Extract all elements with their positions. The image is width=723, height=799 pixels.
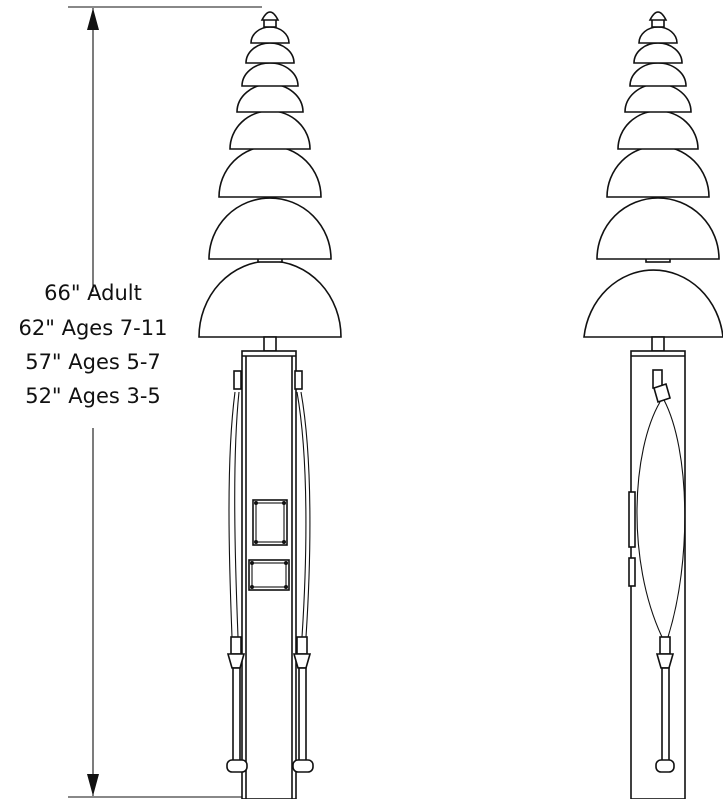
access-panels xyxy=(248,499,290,591)
cable-swivel xyxy=(653,382,671,404)
cable-back xyxy=(636,401,663,638)
access-panel-side-lower xyxy=(628,557,636,587)
dome-3 xyxy=(241,62,299,87)
front-view xyxy=(198,11,342,799)
cable xyxy=(663,399,686,638)
dome-stack xyxy=(583,11,723,338)
bolt xyxy=(282,501,286,505)
cable xyxy=(296,391,307,638)
dome-8 xyxy=(583,269,723,338)
handle-grip xyxy=(298,667,307,762)
cable-back xyxy=(300,391,311,638)
dome-5 xyxy=(617,110,699,150)
dome-stack xyxy=(198,11,342,338)
spindle xyxy=(651,336,665,352)
post xyxy=(630,350,686,799)
cable-sleeve xyxy=(296,636,308,655)
left-handle-assembly xyxy=(226,370,248,773)
access-panel-upper xyxy=(252,499,288,546)
dimension-label-ages-3-5: 52" Ages 3-5 xyxy=(25,384,161,408)
bolt xyxy=(254,501,258,505)
dome-6 xyxy=(606,145,710,198)
dome-4 xyxy=(624,83,692,113)
dimension-arrow-top-icon xyxy=(87,8,99,30)
dome-7 xyxy=(596,197,720,260)
dome-1 xyxy=(638,26,678,44)
handle-end-cap xyxy=(655,759,675,773)
dome-5 xyxy=(229,110,311,150)
post-body xyxy=(630,350,686,799)
height-dimension: 66" Adult 62" Ages 7-11 57" Ages 5-7 52"… xyxy=(19,6,262,798)
bolt xyxy=(284,585,288,589)
cable-clamp xyxy=(294,370,303,390)
cable xyxy=(228,391,236,638)
access-panel-lower-inner xyxy=(251,562,287,588)
side-panels xyxy=(628,491,636,587)
dome-7 xyxy=(208,197,332,260)
finial-cap xyxy=(648,11,668,21)
dome-2 xyxy=(245,42,295,64)
finial-cap xyxy=(260,11,280,21)
bolt xyxy=(282,540,286,544)
handle-grip xyxy=(661,667,670,762)
cable-sleeve xyxy=(659,636,671,655)
spindle xyxy=(263,336,277,352)
dome-6 xyxy=(218,145,322,198)
side-view xyxy=(583,11,723,799)
right-handle-assembly xyxy=(292,370,314,773)
access-panel-side-upper xyxy=(628,491,636,548)
access-panel-upper-inner xyxy=(255,502,285,543)
dome-8 xyxy=(198,260,342,338)
dome-2 xyxy=(633,42,683,64)
bolt xyxy=(284,561,288,565)
dimension-label-ages-5-7: 57" Ages 5-7 xyxy=(25,350,161,374)
bolt xyxy=(250,561,254,565)
dome-1 xyxy=(250,26,290,44)
dimension-arrow-bottom-icon xyxy=(87,774,99,796)
dimension-label-ages-7-11: 62" Ages 7-11 xyxy=(19,316,168,340)
cable-sleeve xyxy=(230,636,242,655)
handle-end-cap xyxy=(226,759,248,773)
handle-end-cap xyxy=(292,759,314,773)
access-panel-lower xyxy=(248,559,290,591)
dimension-label-adult: 66" Adult xyxy=(44,281,142,305)
cable-back xyxy=(234,391,240,638)
side-handle-assembly xyxy=(636,369,686,773)
cable-clamp xyxy=(233,370,242,390)
dome-4 xyxy=(236,83,304,113)
bolt xyxy=(254,540,258,544)
dome-3 xyxy=(629,62,687,87)
bolt xyxy=(250,585,254,589)
handle-grip xyxy=(232,667,241,762)
